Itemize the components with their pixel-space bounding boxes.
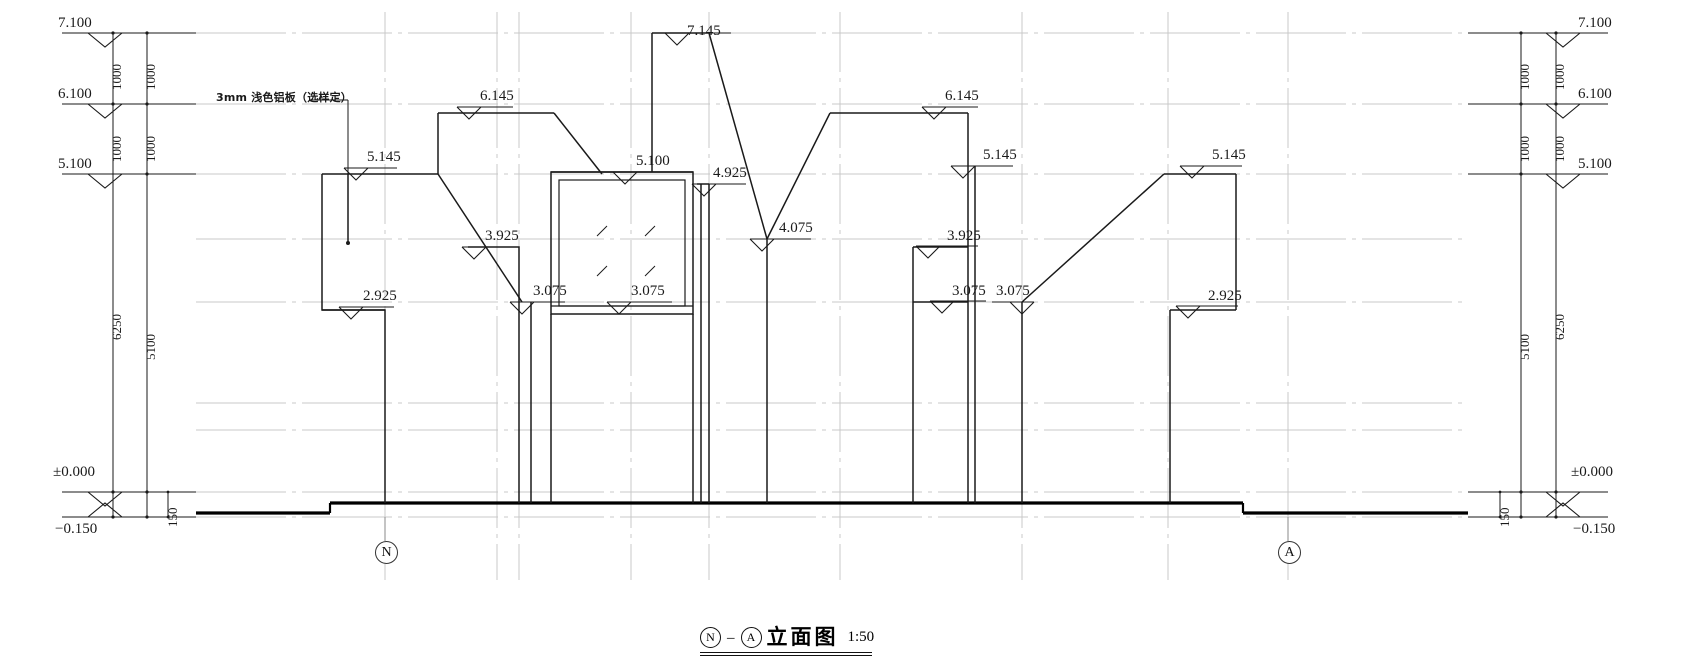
level-label-left-1: 6.100	[58, 86, 92, 102]
spot-level-3075-right-a: 3.075	[952, 283, 986, 299]
spot-level-3075-window-sill: 3.075	[631, 283, 665, 299]
material-note-text: 3mm 浅色铝板（选样定）	[216, 91, 353, 104]
left-level-datum	[62, 31, 196, 519]
spot-level-3925-right: 3.925	[947, 228, 981, 244]
dim-left-plinth-150: 150	[165, 507, 180, 528]
spot-level-6145-left: 6.145	[480, 88, 514, 104]
spot-level-6145-right: 6.145	[945, 88, 979, 104]
spot-level-2925-left: 2.925	[363, 288, 397, 304]
right-level-datum	[1468, 31, 1608, 519]
dim-left-5100: 5100	[143, 334, 158, 360]
glass-hatch-marks	[596, 225, 656, 277]
spot-level-symbols	[338, 32, 1242, 320]
level-label-left-3: ±0.000	[53, 464, 95, 480]
spot-level-4925: 4.925	[713, 165, 747, 181]
central-window-panel	[550, 171, 694, 503]
dim-left-outer-1000b: 1000	[143, 136, 158, 162]
dim-left-6250: 6250	[109, 314, 124, 340]
grid-mark-stems	[384, 517, 1289, 541]
facade-second-bay	[437, 112, 603, 503]
spot-level-4075: 4.075	[779, 220, 813, 236]
level-label-right-4: −0.150	[1573, 521, 1616, 537]
spot-level-3075-window-left: 3.075	[533, 283, 567, 299]
spot-level-5145-right-bay: 5.145	[1212, 147, 1246, 163]
dim-right-inner-1000b: 1000	[1517, 136, 1532, 162]
facade-left-bay	[321, 173, 523, 503]
dim-right-5100: 5100	[1517, 334, 1532, 360]
spot-level-3925-left: 3.925	[485, 228, 519, 244]
level-label-right-1: 6.100	[1578, 86, 1612, 102]
level-label-right-0: 7.100	[1578, 15, 1612, 31]
drawing-title-block: N – A 立面图 1:50	[700, 627, 874, 648]
title-scale: 1:50	[847, 629, 875, 645]
ground-line	[196, 501, 1468, 515]
spot-level-3075-right-b: 3.075	[996, 283, 1030, 299]
dim-right-outer-1000b: 1000	[1552, 136, 1567, 162]
title-grid-dash: –	[727, 630, 735, 646]
dim-right-inner-1000a: 1000	[1517, 64, 1532, 90]
spot-level-5145-right-central: 5.145	[983, 147, 1017, 163]
dim-left-outer-1000a: 1000	[143, 64, 158, 90]
grid-mark-a[interactable]: A	[1278, 541, 1301, 564]
title-grid-circle-a: A	[740, 627, 762, 648]
facade-right-bay	[1021, 173, 1237, 503]
dim-right-plinth-150: 150	[1497, 507, 1512, 528]
dim-right-outer-1000a: 1000	[1552, 64, 1567, 90]
spot-level-5145-left: 5.145	[367, 149, 401, 165]
level-label-left-0: 7.100	[58, 15, 92, 31]
facade-rising-wing	[766, 112, 976, 503]
title-text: 立面图	[766, 625, 839, 649]
level-label-right-2: 5.100	[1578, 156, 1612, 172]
spot-level-7145-tower: 7.145	[687, 23, 721, 39]
level-label-right-3: ±0.000	[1571, 464, 1613, 480]
title-grid-circle-n: N	[700, 627, 721, 648]
spot-level-2925-right-bay: 2.925	[1208, 288, 1242, 304]
material-note-leader	[310, 99, 349, 243]
level-label-left-2: 5.100	[58, 156, 92, 172]
dim-right-6250: 6250	[1552, 314, 1567, 340]
dim-left-inner-1000a: 1000	[109, 64, 124, 90]
spot-level-5100-window-head: 5.100	[636, 153, 670, 169]
dim-left-inner-1000b: 1000	[109, 136, 124, 162]
title-underline	[700, 652, 872, 656]
level-label-left-4: −0.150	[55, 521, 98, 537]
grid-mark-n[interactable]: N	[375, 541, 398, 564]
